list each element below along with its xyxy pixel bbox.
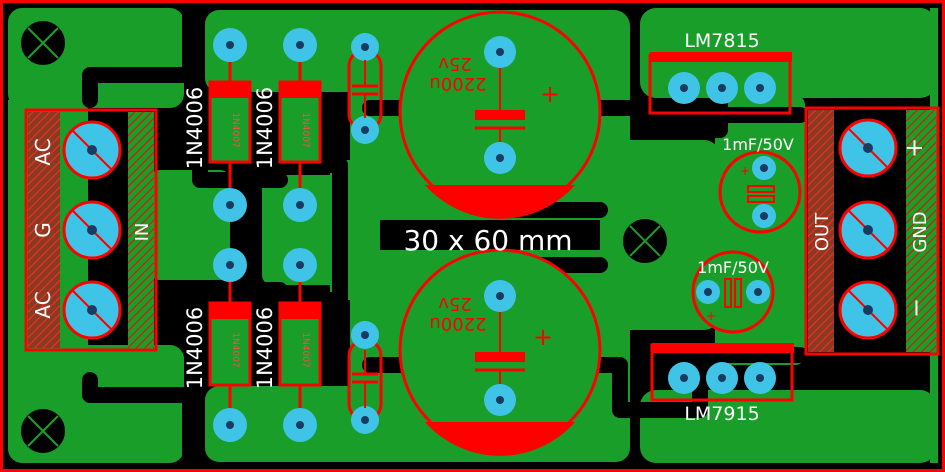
output-label-3: − — [902, 298, 930, 318]
diode-part-label-1: 1N4006 — [183, 87, 207, 170]
diode-top-left: 1N4007 1N4006 — [183, 28, 252, 222]
output-capacitor-top: + 1mF/50V — [718, 135, 802, 234]
bulk-capacitor-top: + 2200u 25v — [398, 10, 602, 219]
input-label-1: AC — [31, 138, 55, 165]
mounting-hole-top-left — [17, 17, 69, 69]
regulator-negative-label: LM7915 — [684, 403, 759, 425]
output-cap-top-plus: + — [740, 164, 750, 178]
diode-bottom-right: 1N4007 1N4006 — [253, 248, 322, 442]
diode-bottom-left: 1N4007 1N4006 — [183, 248, 252, 442]
input-terminal-block: AC G AC IN — [24, 108, 158, 352]
diode-body-text-2: 1N4007 — [300, 112, 310, 147]
diode-body-text-4: 1N4007 — [300, 332, 310, 367]
bulk-cap-top-polarity: + — [540, 80, 560, 108]
bulk-cap-bottom-voltage: 25v — [438, 293, 472, 314]
input-side-label: IN — [132, 223, 153, 242]
ceramic-cap-bottom — [347, 321, 383, 434]
output-cap-bottom-plus: + — [706, 309, 716, 323]
output-cap-top-value: 1mF/50V — [722, 135, 794, 154]
output-capacitor-bottom: + 1mF/50V — [691, 250, 775, 334]
diode-body-text-3: 1N4007 — [230, 332, 240, 367]
mounting-hole-bottom-left — [17, 405, 69, 457]
regulator-positive-label: LM7815 — [684, 30, 759, 52]
regulator-positive: LM7815 — [648, 30, 792, 115]
output-terminal-block: OUT + GND − — [804, 106, 940, 356]
bulk-cap-top-value: 2200u — [429, 73, 486, 94]
input-label-3: AC — [31, 291, 55, 318]
input-screw-pads — [62, 120, 122, 340]
mounting-holes — [17, 17, 671, 457]
output-side-label: OUT — [812, 212, 833, 251]
regulator-negative: LM7915 — [650, 343, 794, 425]
board-dimension-label: 30 x 60 mm — [403, 224, 572, 257]
output-cap-bottom-value: 1mF/50V — [697, 258, 769, 277]
diode-part-label-2: 1N4006 — [253, 87, 277, 170]
bulk-capacitor-bottom: + 2200u 25v — [398, 248, 602, 456]
diode-part-label-4: 1N4006 — [253, 307, 277, 390]
diode-top-right: 1N4007 1N4006 — [253, 28, 322, 222]
ceramic-cap-top — [347, 33, 383, 144]
bulk-cap-bottom-polarity: + — [533, 323, 553, 351]
bulk-cap-bottom-value: 2200u — [429, 313, 486, 334]
output-label-1: + — [900, 138, 928, 158]
output-screw-pads — [838, 118, 898, 340]
diode-part-label-3: 1N4006 — [183, 307, 207, 390]
output-label-2: GND — [910, 211, 931, 252]
bulk-cap-top-voltage: 25v — [438, 53, 472, 74]
input-label-2: G — [31, 222, 55, 238]
diode-body-text-1: 1N4007 — [230, 112, 240, 147]
mounting-hole-center — [619, 215, 671, 267]
